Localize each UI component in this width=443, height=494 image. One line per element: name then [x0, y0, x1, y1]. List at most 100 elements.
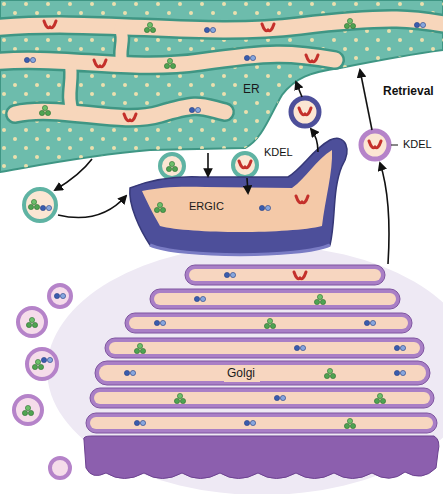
golgi-vesicle — [54, 293, 65, 298]
er-lumen — [15, 106, 225, 117]
transport-vesicle — [160, 154, 184, 178]
transport-arrow — [247, 178, 248, 193]
golgi-cisternae — [90, 417, 433, 429]
golgi-vesicle — [22, 405, 33, 415]
golgi-cargo — [364, 320, 375, 325]
golgi-cargo — [124, 272, 405, 429]
golgi-cisternae — [125, 313, 412, 333]
retrieval-vesicle — [369, 141, 381, 148]
er-cargo — [262, 24, 274, 31]
golgi-cargo — [344, 418, 355, 428]
golgi-cargo — [264, 318, 275, 328]
golgi-cisternae — [94, 392, 430, 404]
ergic-compartment — [130, 138, 347, 254]
golgi-vesicle — [41, 357, 52, 362]
er-lumen — [70, 62, 72, 110]
protein-label: KDEL — [262, 146, 295, 159]
transport-arrow — [311, 129, 318, 152]
transport-arrow — [380, 163, 389, 264]
golgi-cargo — [194, 296, 205, 301]
pathway-label: Retrieval — [383, 84, 434, 98]
golgi-cisternae — [154, 293, 396, 305]
retrieval-vesicle — [361, 131, 389, 159]
protein-label: KDEL — [264, 146, 293, 158]
er-cargo — [164, 58, 175, 68]
leader-line — [391, 145, 398, 146]
er-lumen — [120, 28, 122, 62]
golgi-cargo — [324, 368, 335, 378]
er-cargo — [189, 107, 200, 112]
er-cargo — [124, 114, 136, 121]
transport-vesicle — [166, 161, 177, 171]
golgi-cargo — [314, 294, 325, 304]
golgi-cisternae — [99, 365, 426, 381]
golgi-cisternae — [189, 269, 381, 281]
golgi-cisternae — [84, 436, 439, 479]
golgi-cargo — [244, 420, 255, 425]
golgi-cisternae — [95, 361, 430, 385]
golgi-cisternae — [105, 338, 424, 358]
er-node: ER — [240, 82, 264, 98]
pathway-label: Retrieval — [381, 84, 436, 99]
er-lumen — [0, 19, 443, 118]
golgi-cargo — [374, 393, 385, 403]
golgi-cisternae — [185, 265, 385, 285]
golgi-vesicle — [26, 317, 37, 327]
golgi-cargo — [134, 343, 145, 353]
er-cargo — [204, 27, 215, 32]
er-cargo — [244, 55, 255, 60]
er-cargo — [44, 21, 56, 28]
ergic-compartment — [296, 196, 308, 203]
golgi-cisternae — [84, 265, 439, 479]
golgi-cargo — [394, 345, 405, 350]
organelle-name: Golgi — [227, 367, 257, 381]
organelle-name: ER — [243, 83, 261, 97]
golgi-cargo — [124, 370, 135, 375]
golgi-cisternae — [86, 413, 437, 433]
er-lumen — [0, 19, 443, 30]
er-cargo — [414, 22, 425, 27]
cytoplasm-shading — [47, 245, 443, 494]
ergic-compartment — [154, 202, 165, 212]
ergic-compartment — [259, 205, 270, 210]
er-cargo — [144, 22, 155, 32]
retrieval-vesicle — [299, 108, 311, 115]
er-lumen — [0, 19, 443, 30]
golgi-vesicle — [14, 396, 42, 424]
golgi-cargo — [294, 345, 305, 350]
golgi-cargo — [294, 272, 306, 279]
golgi-cargo — [274, 395, 285, 400]
golgi-cargo — [154, 320, 165, 325]
er-cargo — [24, 57, 35, 62]
retrieval-vesicle — [291, 98, 319, 126]
transport-vesicle — [239, 161, 251, 168]
transport-arrow — [360, 70, 372, 130]
golgi-vesicle — [50, 458, 70, 478]
er-cargo — [39, 105, 50, 115]
golgi-cargo — [134, 420, 145, 425]
golgi-cargo — [224, 272, 235, 277]
er-cargo — [344, 18, 355, 28]
golgi-cisternae — [150, 289, 400, 309]
er-cargo — [24, 18, 425, 120]
organelle-name: ERGIC — [189, 200, 225, 213]
golgi-cargo — [394, 370, 405, 375]
transport-arrow — [55, 159, 92, 190]
er-cargo — [94, 60, 106, 67]
golgi-cargo — [174, 393, 185, 403]
ergic-compartment — [130, 138, 347, 254]
leader-line — [391, 145, 398, 146]
golgi-vesicle — [18, 308, 46, 336]
er-cargo — [306, 55, 318, 62]
protein-label: KDEL — [403, 138, 432, 150]
transport-arrow — [207, 153, 209, 176]
transport-arrow — [55, 70, 389, 264]
transport-arrow — [296, 82, 302, 97]
er-lumen — [15, 106, 225, 117]
ergic-compartment — [142, 150, 332, 232]
golgi-cisternae — [90, 388, 434, 408]
golgi-vesicle — [27, 349, 57, 379]
transport-vesicle — [24, 189, 56, 221]
